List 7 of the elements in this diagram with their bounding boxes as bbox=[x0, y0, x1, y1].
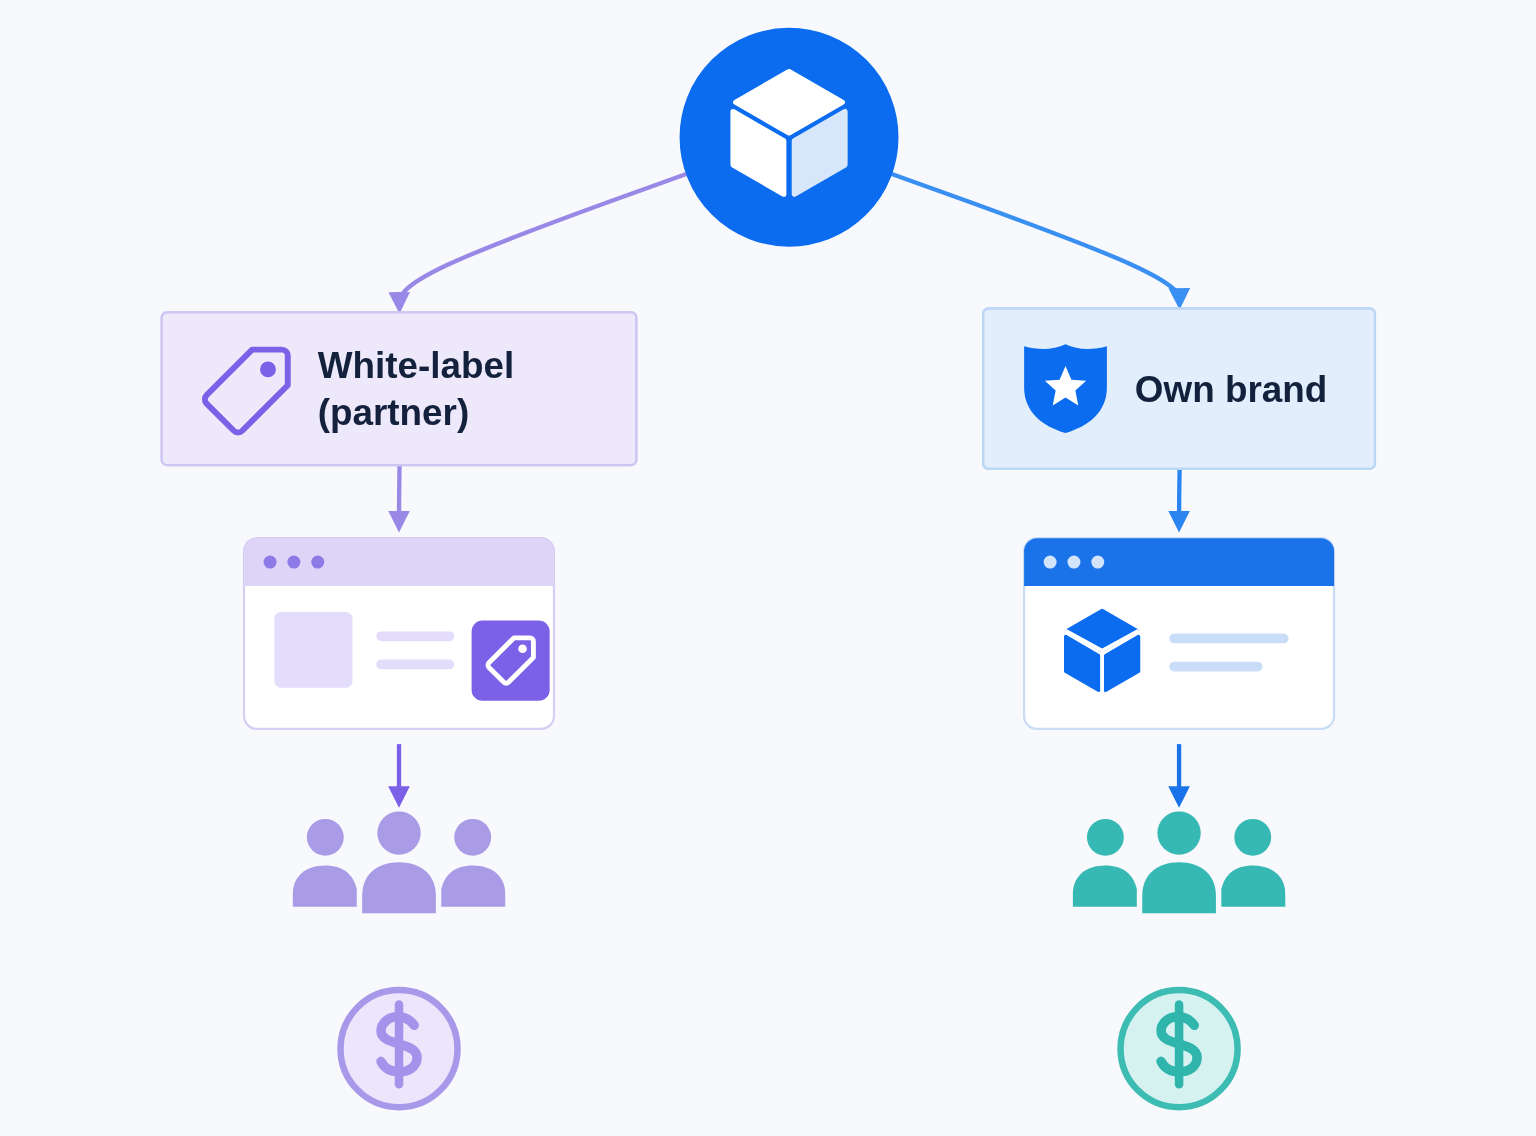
arrow bbox=[1167, 469, 1190, 533]
arrow bbox=[387, 744, 410, 808]
arrow bbox=[1167, 744, 1190, 808]
arrow bbox=[387, 465, 410, 533]
node-circle bbox=[679, 27, 899, 247]
node-circle bbox=[336, 986, 461, 1111]
node-circle bbox=[1116, 986, 1241, 1111]
